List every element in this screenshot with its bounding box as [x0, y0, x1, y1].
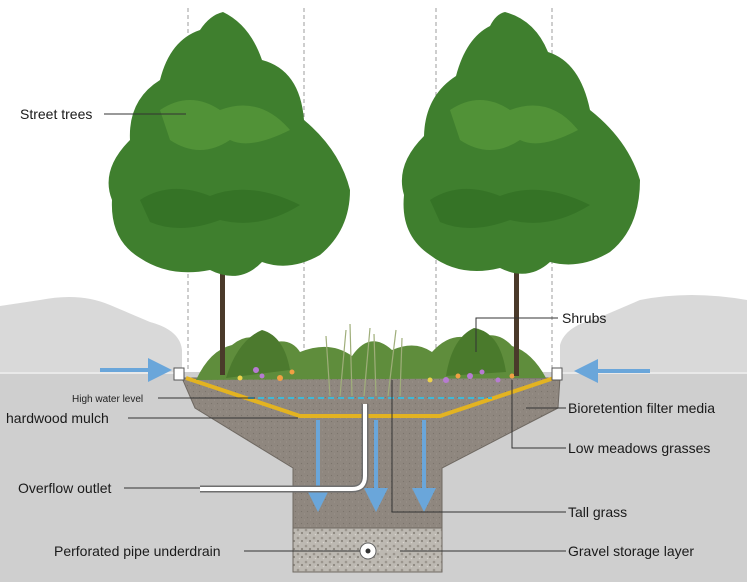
inlet-block-left: [173, 367, 185, 381]
car-silhouette-right: [560, 295, 747, 372]
inlet-block-right: [551, 367, 563, 381]
label-perforated-pipe-underdrain: Perforated pipe underdrain: [54, 543, 221, 559]
label-shrubs: Shrubs: [562, 310, 607, 326]
street-tree-right: [401, 12, 640, 376]
label-gravel-storage-layer: Gravel storage layer: [568, 543, 695, 559]
label-bioretention-filter-media: Bioretention filter media: [568, 400, 716, 416]
street-tree-left: [108, 12, 350, 375]
label-overflow-outlet: Overflow outlet: [18, 480, 112, 496]
label-low-meadows-grasses: Low meadows grasses: [568, 440, 711, 456]
mulch-layer: [185, 376, 555, 418]
perforated-pipe-icon: [359, 542, 377, 560]
car-silhouette-left: [0, 296, 182, 372]
label-tall-grass: Tall grass: [568, 504, 628, 520]
leader-lines: [104, 113, 566, 552]
label-hardwood-mulch: hardwood mulch: [6, 410, 109, 426]
label-street-trees: Street trees: [20, 106, 93, 122]
label-high-water-level: High water level: [72, 394, 144, 405]
